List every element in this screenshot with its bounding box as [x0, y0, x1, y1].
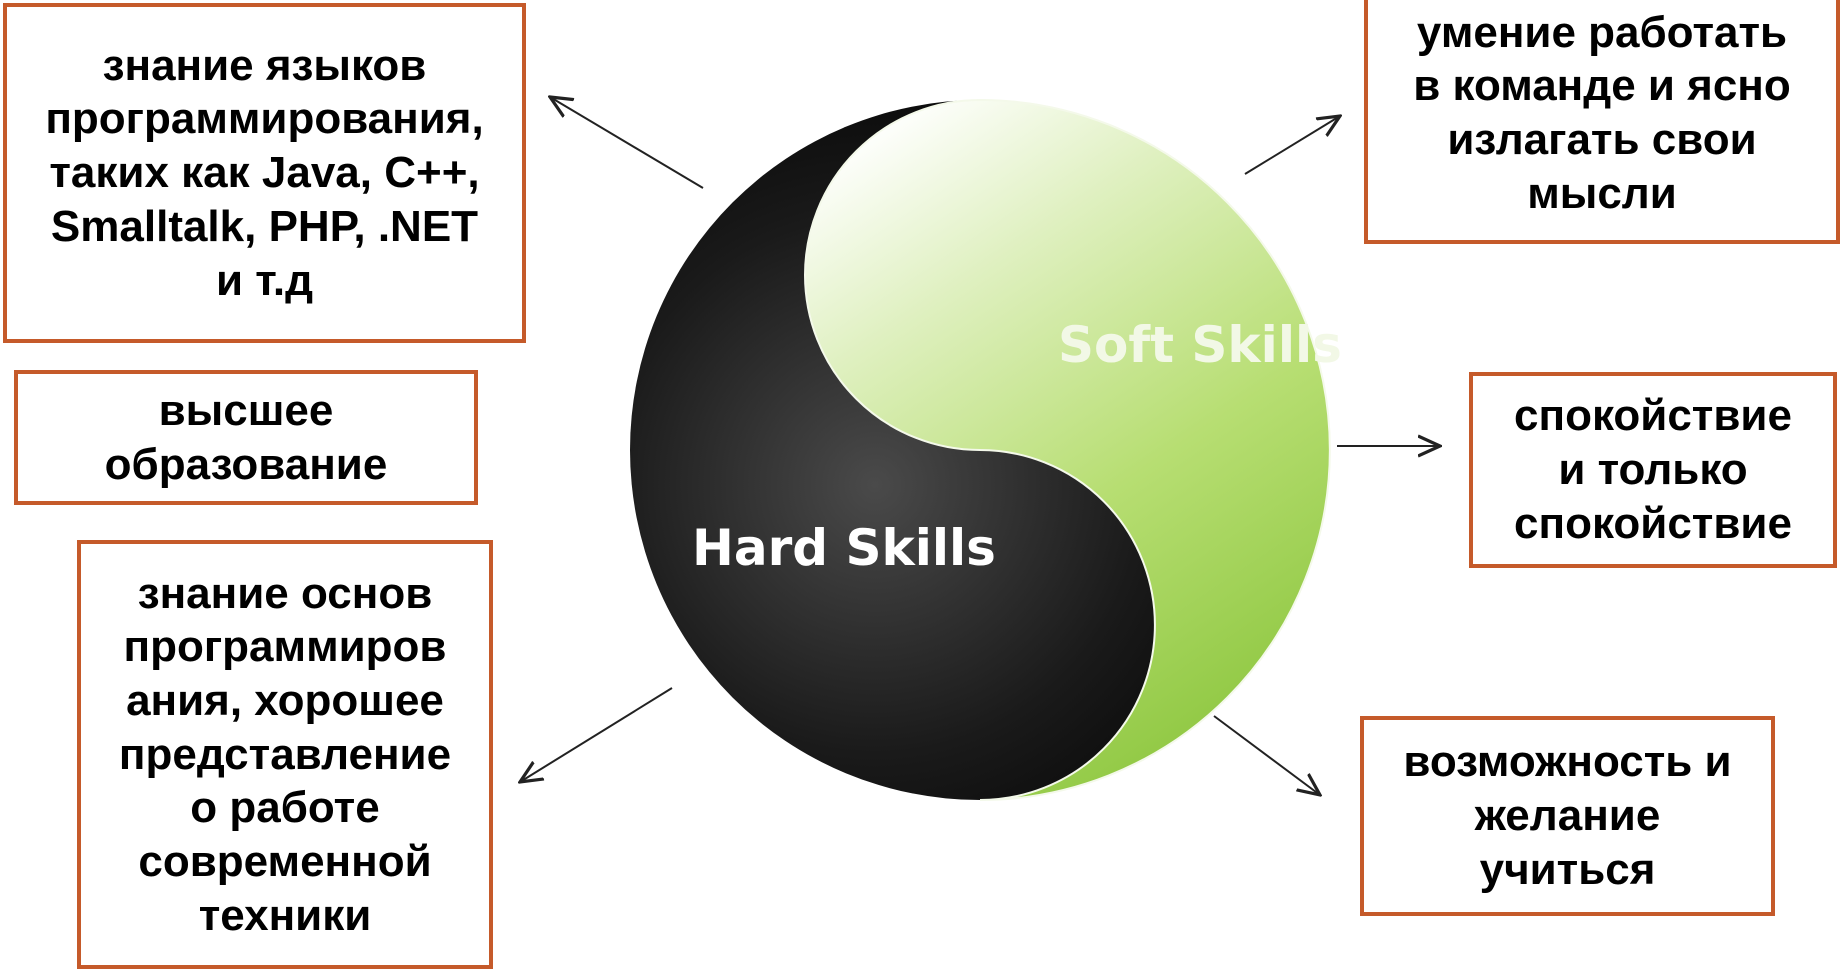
languages-text: знание языков программирования, таких ка…: [45, 40, 484, 305]
arrow-to-learning: [1213, 715, 1320, 795]
arrows: [520, 97, 1440, 795]
education-text: высшее образование: [104, 385, 388, 489]
arrow-to-languages: [550, 97, 704, 189]
hard-skill-box-languages: знание языков программирования, таких ка…: [3, 3, 526, 343]
basics-text: знание основ программиров ания, хорошее …: [118, 568, 452, 940]
teamwork-text: умение работать в команде и ясно излагат…: [1413, 7, 1791, 218]
hard-skill-box-basics: знание основ программиров ания, хорошее …: [77, 540, 493, 969]
arrow-to-teamwork: [1244, 116, 1340, 175]
yin-yang: Soft Skills Hard Skills: [630, 98, 1342, 801]
soft-skill-box-calm: спокойствие и только спокойствие: [1469, 372, 1837, 568]
soft-skill-box-learning: возможность и желание учиться: [1360, 716, 1775, 916]
soft-skills-label: Soft Skills: [1058, 316, 1342, 374]
soft-skills-half: [804, 98, 1331, 801]
calm-text: спокойствие и только спокойствие: [1514, 391, 1792, 548]
soft-skill-box-teamwork: умение работать в команде и ясно излагат…: [1364, 0, 1840, 244]
hard-skill-box-education: высшее образование: [14, 370, 478, 505]
hard-skills-label: Hard Skills: [692, 519, 996, 577]
arrow-to-basics: [520, 687, 673, 782]
learning-text: возможность и желание учиться: [1403, 737, 1732, 894]
